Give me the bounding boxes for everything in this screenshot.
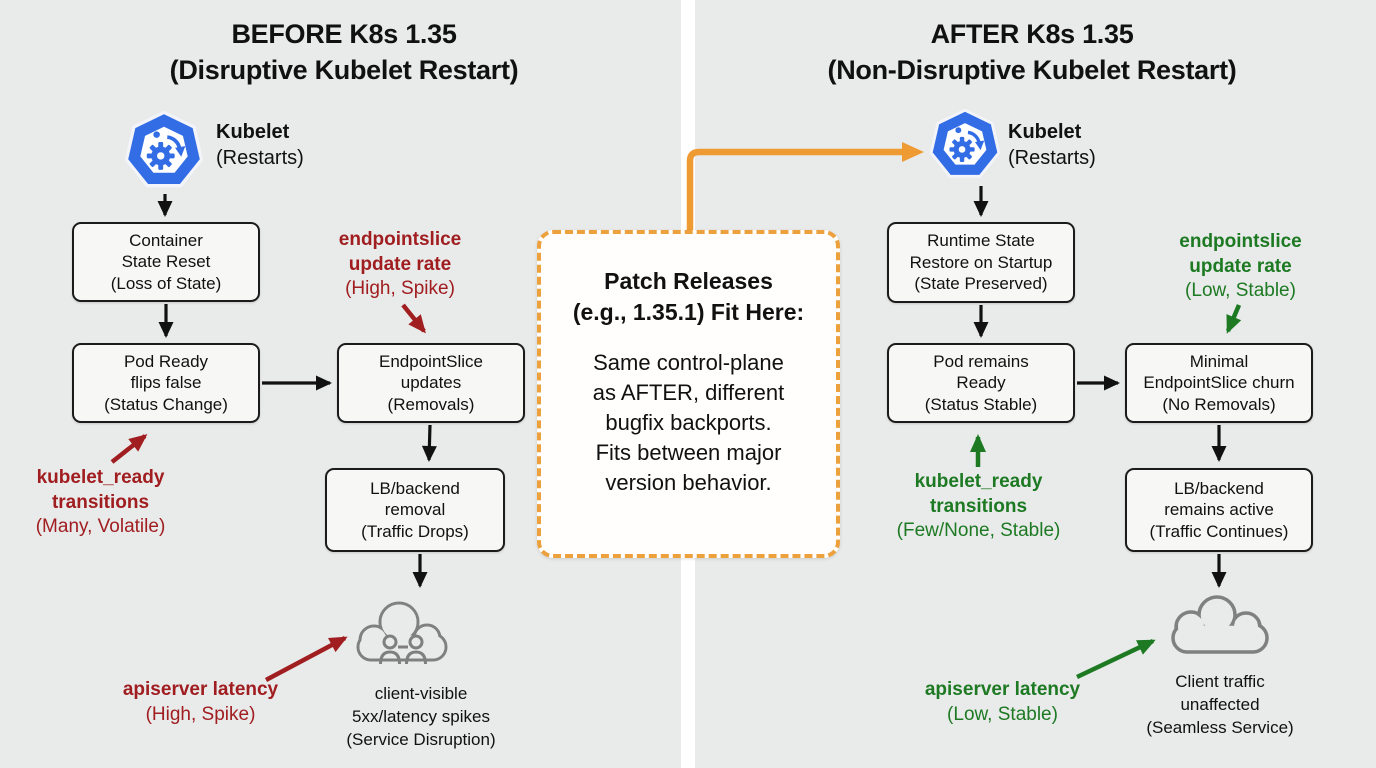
node-line: Restore on Startup bbox=[909, 252, 1053, 272]
metric-line: endpointslice bbox=[338, 229, 462, 250]
arrow-patch-note-to-after-kubelet bbox=[686, 142, 924, 236]
node-runtime-state-restore: Runtime State Restore on Startup (State … bbox=[887, 222, 1075, 303]
note-body-line: version behavior. bbox=[605, 470, 772, 495]
node-line: Container bbox=[129, 230, 203, 250]
caption-line: (Service Disruption) bbox=[346, 730, 496, 749]
node-line: Minimal bbox=[1189, 351, 1249, 371]
note-title-line1: Patch Releases bbox=[604, 268, 773, 294]
node-container-state-reset: Container State Reset (Loss of State) bbox=[72, 222, 260, 302]
node-line: (Traffic Drops) bbox=[361, 521, 469, 541]
node-line: (No Removals) bbox=[1162, 394, 1276, 414]
node-line: State Reset bbox=[121, 252, 211, 272]
node-minimal-endpointslice-churn: Minimal EndpointSlice churn (No Removals… bbox=[1125, 343, 1313, 423]
arrow-apiserver-latency-before bbox=[264, 636, 348, 682]
kubelet-name: Kubelet bbox=[216, 121, 290, 143]
metric-endpointslice-update-rate-after: endpointslice update rate (Low, Stable) bbox=[1138, 230, 1343, 304]
caption-line: Client traffic bbox=[1175, 672, 1265, 691]
after-title-line2: (Non-Disruptive Kubelet Restart) bbox=[827, 55, 1237, 85]
metric-line: update rate bbox=[1189, 255, 1292, 277]
after-title-line1: AFTER K8s 1.35 bbox=[930, 19, 1134, 49]
note-body-line: Fits between major bbox=[595, 440, 782, 465]
note-title-line2: (e.g., 1.35.1) Fit Here: bbox=[572, 299, 805, 325]
arrow-kubelet-ready-before bbox=[110, 434, 148, 464]
caption-line: client-visible bbox=[374, 684, 468, 703]
metric-value: (Low, Stable) bbox=[947, 703, 1058, 725]
metric-kubelet-ready-transitions-after: kubelet_ready transitions (Few/None, Sta… bbox=[876, 470, 1081, 544]
metric-line: transitions bbox=[929, 495, 1028, 517]
note-body-line: Same control-plane bbox=[593, 350, 784, 375]
note-title: Patch Releases (e.g., 1.35.1) Fit Here: bbox=[541, 266, 836, 328]
metric-line: update rate bbox=[348, 253, 452, 275]
arrow-endpointslice-rate-after bbox=[1225, 304, 1242, 334]
node-line: LB/backend bbox=[1174, 478, 1264, 498]
patch-release-note: Patch Releases (e.g., 1.35.1) Fit Here: … bbox=[537, 230, 840, 558]
note-body-line: as AFTER, different bbox=[592, 380, 785, 405]
users-glyph bbox=[379, 634, 427, 665]
cloud-icon bbox=[1171, 595, 1269, 654]
kubelet-icon-before bbox=[124, 110, 204, 188]
node-pod-ready-flips-false: Pod Ready flips false (Status Change) bbox=[72, 343, 260, 423]
cloud-caption-after: Client traffic unaffected (Seamless Serv… bbox=[1108, 670, 1332, 739]
node-line: (State Preserved) bbox=[914, 274, 1048, 294]
kubelet-sub: (Restarts) bbox=[1008, 147, 1096, 169]
kubelet-label-before: Kubelet (Restarts) bbox=[216, 119, 304, 171]
cloud-caption-before: client-visible 5xx/latency spikes (Servi… bbox=[310, 682, 532, 751]
kubelet-name: Kubelet bbox=[1008, 121, 1082, 143]
metric-line: apiserver latency bbox=[122, 679, 279, 700]
kubelet-sub: (Restarts) bbox=[216, 147, 304, 169]
node-line: flips false bbox=[130, 373, 202, 393]
cloud-users-icon bbox=[356, 601, 448, 665]
metric-endpointslice-update-rate-before: endpointslice update rate (High, Spike) bbox=[300, 228, 500, 302]
caption-line: (Seamless Service) bbox=[1146, 718, 1294, 737]
after-title: AFTER K8s 1.35 (Non-Disruptive Kubelet R… bbox=[712, 16, 1352, 88]
before-title: BEFORE K8s 1.35 (Disruptive Kubelet Rest… bbox=[24, 16, 664, 88]
node-line: (Removals) bbox=[387, 394, 475, 414]
metric-line: kubelet_ready bbox=[914, 471, 1043, 492]
node-line: removal bbox=[384, 500, 446, 520]
node-line: EndpointSlice churn bbox=[1143, 373, 1295, 393]
note-body: Same control-plane as AFTER, different b… bbox=[541, 348, 836, 498]
metric-line: kubelet_ready bbox=[36, 467, 165, 488]
caption-line: 5xx/latency spikes bbox=[352, 707, 490, 726]
kubelet-icon-after bbox=[929, 108, 1001, 178]
metric-line: transitions bbox=[51, 491, 150, 513]
node-line: updates bbox=[400, 373, 462, 393]
metric-apiserver-latency-after: apiserver latency (Low, Stable) bbox=[890, 678, 1115, 727]
metric-line: endpointslice bbox=[1179, 231, 1302, 252]
node-line: Ready bbox=[956, 373, 1006, 393]
metric-kubelet-ready-transitions-before: kubelet_ready transitions (Many, Volatil… bbox=[3, 466, 198, 540]
node-line: EndpointSlice bbox=[379, 351, 483, 371]
node-line: remains active bbox=[1164, 500, 1274, 520]
node-line: LB/backend bbox=[370, 478, 460, 498]
metric-value: (Many, Volatile) bbox=[35, 516, 166, 537]
before-title-line1: BEFORE K8s 1.35 bbox=[231, 19, 457, 49]
node-endpointslice-updates: EndpointSlice updates (Removals) bbox=[337, 343, 525, 423]
node-line: Pod remains bbox=[933, 351, 1029, 371]
metric-value: (Few/None, Stable) bbox=[896, 520, 1061, 541]
kubelet-label-after: Kubelet (Restarts) bbox=[1008, 119, 1096, 171]
arrow-endpointslice-rate-before bbox=[401, 303, 426, 334]
node-pod-remains-ready: Pod remains Ready (Status Stable) bbox=[887, 343, 1075, 423]
metric-line: apiserver latency bbox=[924, 679, 1081, 700]
node-line: Runtime State bbox=[927, 231, 1035, 251]
arrow-box3-to-box4-before bbox=[421, 424, 437, 462]
before-title-line2: (Disruptive Kubelet Restart) bbox=[169, 55, 519, 85]
metric-value: (Low, Stable) bbox=[1185, 280, 1296, 301]
metric-value: (High, Spike) bbox=[145, 703, 256, 725]
metric-apiserver-latency-before: apiserver latency (High, Spike) bbox=[88, 678, 313, 727]
node-line: (Status Stable) bbox=[924, 394, 1038, 414]
node-lb-backend-remains-active: LB/backend remains active (Traffic Conti… bbox=[1125, 468, 1313, 552]
metric-value: (High, Spike) bbox=[345, 278, 455, 299]
node-line: (Loss of State) bbox=[110, 273, 222, 293]
caption-line: unaffected bbox=[1180, 695, 1260, 714]
note-body-line: bugfix backports. bbox=[605, 410, 772, 435]
node-line: (Status Change) bbox=[104, 394, 228, 414]
node-line: (Traffic Continues) bbox=[1149, 521, 1289, 541]
node-line: Pod Ready bbox=[123, 351, 209, 371]
node-lb-backend-removal: LB/backend removal (Traffic Drops) bbox=[325, 468, 505, 552]
